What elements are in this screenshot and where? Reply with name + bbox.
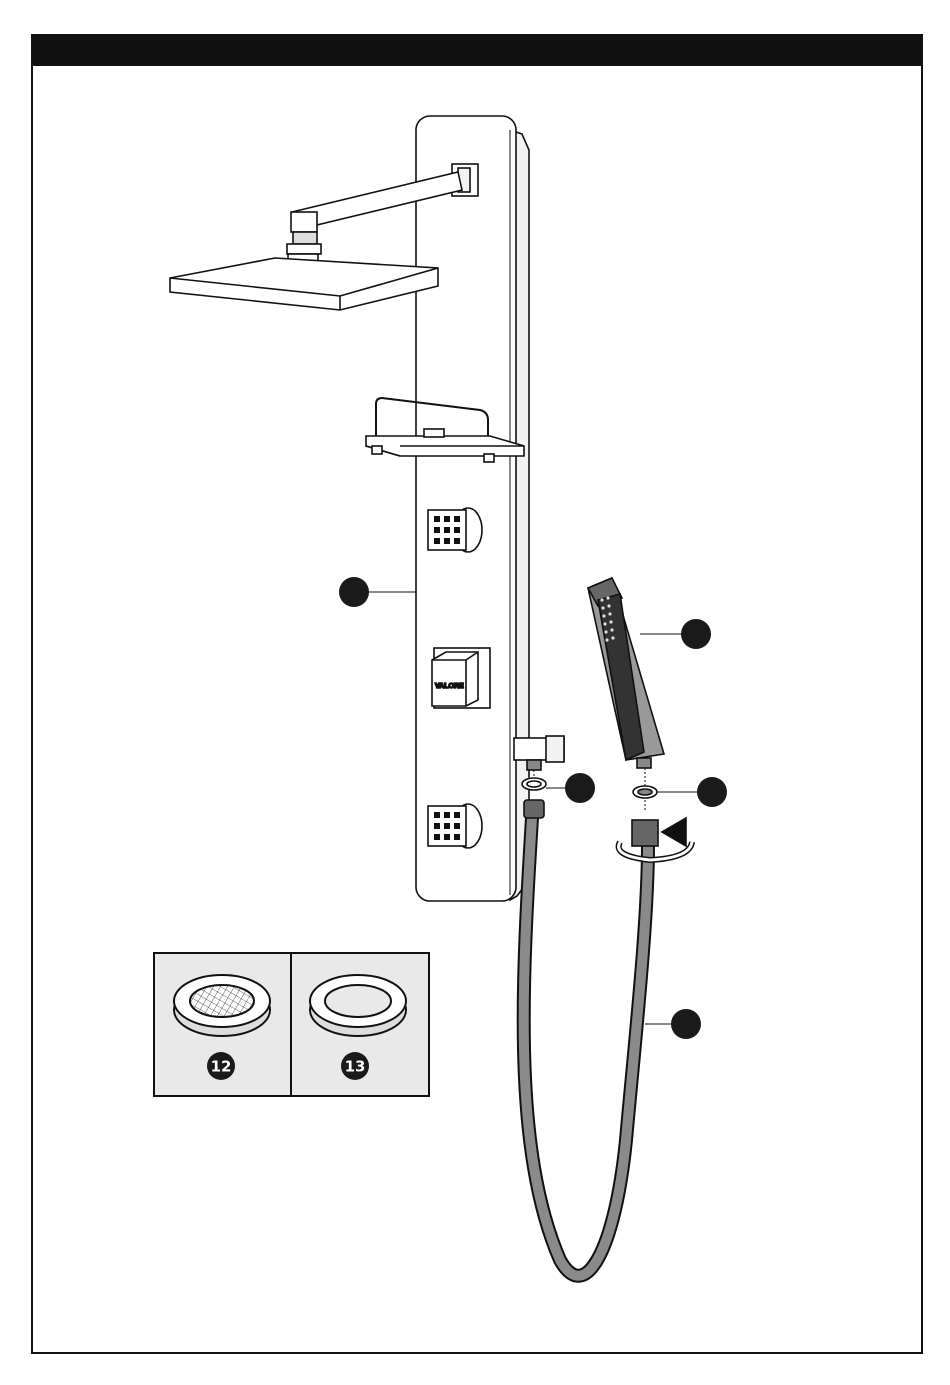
mesh-filter-washer xyxy=(174,975,270,1036)
hand-shower xyxy=(588,578,664,768)
handshower-washer xyxy=(633,768,657,812)
body-jet-top xyxy=(428,508,482,552)
callout-hand-shower xyxy=(681,619,711,649)
washer-inset: 12 13 xyxy=(154,953,429,1096)
control-valve: VALORE xyxy=(432,648,490,708)
callout-outlet-washer xyxy=(565,773,595,803)
callout-panel xyxy=(339,577,369,607)
brand-label: VALORE xyxy=(435,683,464,690)
body-jet-bottom xyxy=(428,804,482,848)
part-12-label: 12 xyxy=(211,1058,232,1076)
callout-handshower-washer xyxy=(697,777,727,807)
part-13-label: 13 xyxy=(345,1058,366,1076)
plain-washer xyxy=(310,975,406,1036)
callout-hose xyxy=(671,1009,701,1039)
shower-hose xyxy=(524,800,658,1276)
